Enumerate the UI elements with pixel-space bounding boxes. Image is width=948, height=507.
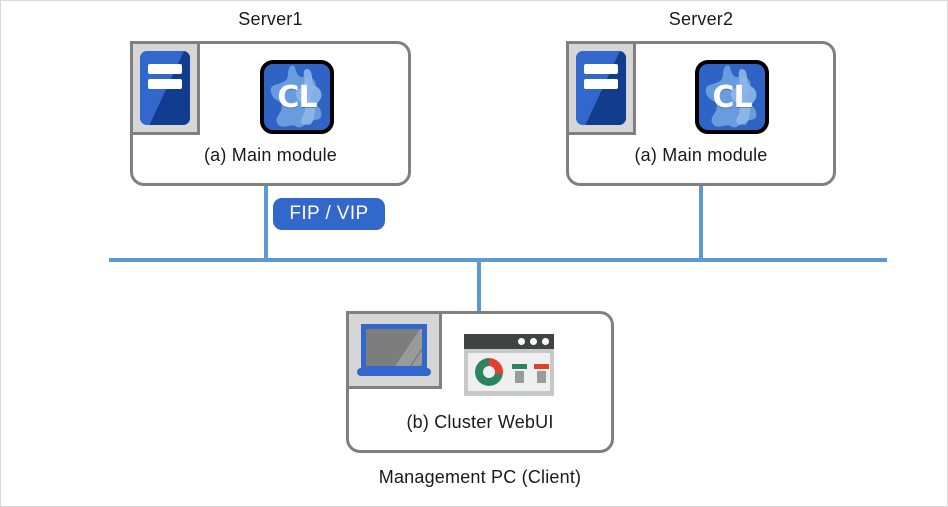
browser-dot-icon — [518, 338, 525, 345]
laptop-base-shape — [357, 368, 431, 376]
server1-server-icon — [130, 41, 200, 135]
browser-dot-icon — [542, 338, 549, 345]
cluster-webui-browser-icon — [464, 334, 554, 396]
server-led-icon — [148, 79, 182, 89]
network-bus-line — [109, 258, 887, 262]
mini-widget-icon — [512, 364, 527, 383]
mini-widget-body — [537, 371, 546, 383]
server-led-icon — [584, 79, 618, 89]
laptop-screen-shape — [361, 324, 427, 371]
laptop-icon — [346, 311, 442, 389]
management-pc-caption: Management PC (Client) — [378, 467, 582, 487]
cl-splash-icon — [270, 65, 322, 128]
cl-icon-label: CL — [712, 79, 752, 115]
cl-splash-icon — [705, 65, 757, 128]
server2-cl-app-icon: CL — [695, 60, 769, 134]
server-chassis-shape — [140, 51, 190, 125]
browser-dot-icon — [530, 338, 537, 345]
cluster-webui-label: (b) Cluster WebUI — [406, 412, 554, 432]
browser-titlebar — [464, 334, 554, 349]
mini-widget-icon — [534, 364, 549, 383]
server1-network-link — [264, 186, 268, 262]
browser-content-area — [468, 353, 550, 391]
server1-title: Server1 — [238, 9, 303, 29]
mini-widget-body — [515, 371, 524, 383]
client-network-link — [477, 258, 481, 311]
server-led-icon — [584, 64, 618, 74]
fip-vip-badge: FIP / VIP — [273, 198, 385, 230]
server2-server-icon — [566, 41, 636, 135]
server1-cl-app-icon: CL — [260, 60, 334, 134]
server1-module-label: (a) Main module — [203, 145, 338, 165]
server2-network-link — [699, 186, 703, 262]
mini-widget-cap — [512, 364, 527, 369]
mini-widget-cap — [534, 364, 549, 369]
server2-module-label: (a) Main module — [634, 145, 768, 165]
server-chassis-shape — [576, 51, 626, 125]
cl-icon-label: CL — [277, 79, 317, 115]
donut-chart-icon — [475, 358, 503, 386]
server-led-icon — [148, 64, 182, 74]
server2-title: Server2 — [668, 9, 734, 29]
laptop-shine-icon — [393, 329, 422, 366]
